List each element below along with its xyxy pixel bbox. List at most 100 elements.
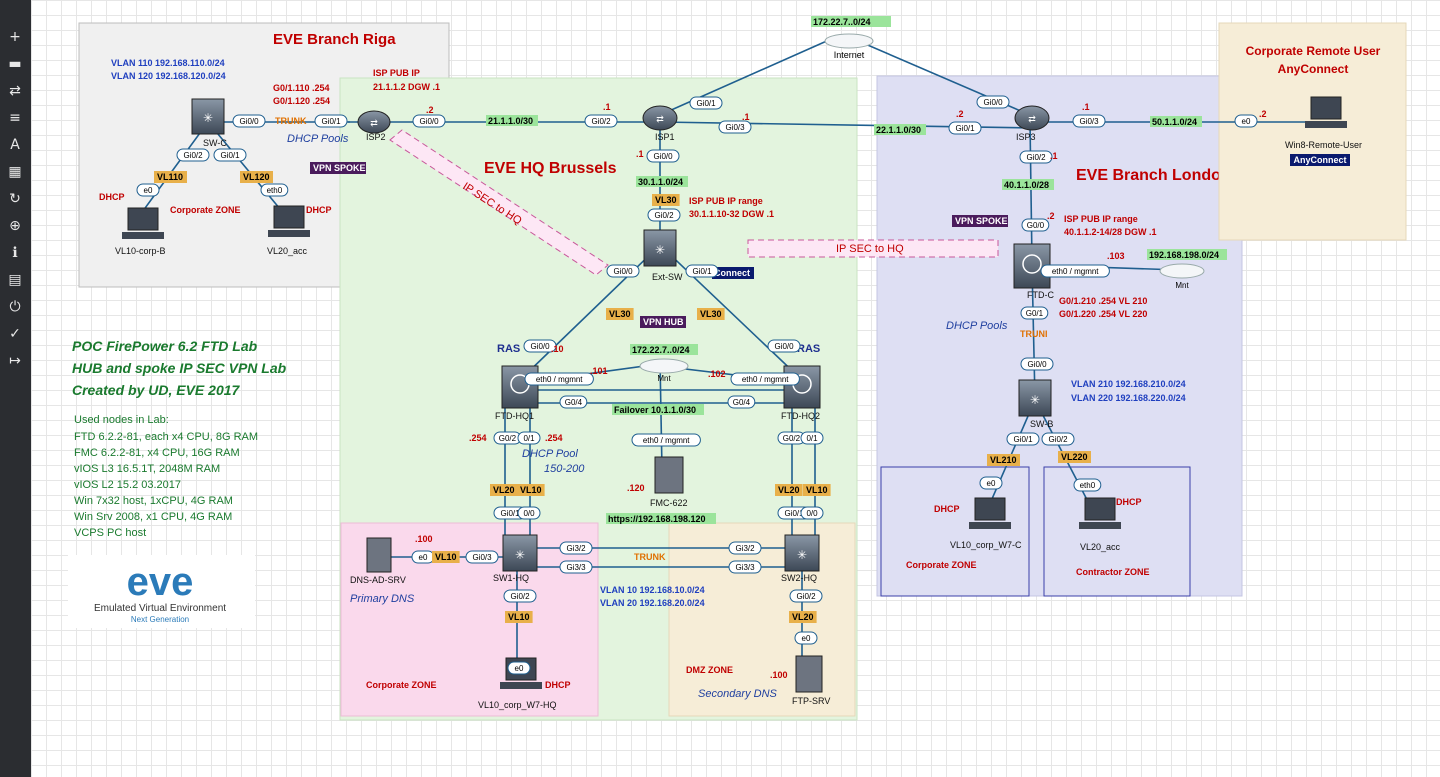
- svg-text:172.22.7..0/24: 172.22.7..0/24: [813, 17, 871, 27]
- interface-label: Gi0/1: [1013, 435, 1033, 444]
- interface-label: Gi0/0: [613, 267, 633, 276]
- server-fmc[interactable]: FMC-622: [650, 456, 688, 508]
- add-icon[interactable]: +: [9, 29, 21, 45]
- svg-text:✳: ✳: [203, 111, 213, 125]
- interface-pill: [559, 560, 593, 574]
- server-dns-ad[interactable]: DNS-AD-SRV: [350, 537, 406, 585]
- svg-text:Win 7x32 host, 1xCPU, 4G RAM: Win 7x32 host, 1xCPU, 4G RAM: [74, 495, 233, 507]
- interface-pill: [979, 476, 1003, 490]
- storage-icon[interactable]: ▬: [8, 56, 22, 72]
- svg-text:AnyConnect: AnyConnect: [1293, 155, 1346, 165]
- mnt-cloud-hq: 172.22.7..0/24 Mnt: [630, 344, 698, 383]
- svg-text:21.1.1.2 DGW .1: 21.1.1.2 DGW .1: [373, 82, 440, 92]
- svg-text:TRUNK: TRUNK: [275, 116, 307, 126]
- check-icon[interactable]: ✓: [9, 326, 21, 342]
- svg-text:Secondary DNS: Secondary DNS: [698, 688, 778, 700]
- svg-text:VPN SPOKE: VPN SPOKE: [955, 216, 1008, 226]
- router-isp3[interactable]: ⇄ ISP3: [1014, 105, 1050, 142]
- interface-pill: [1021, 218, 1050, 232]
- svg-text:172.22.7..0/24: 172.22.7..0/24: [632, 345, 690, 355]
- vlan-tag-label: VL20: [493, 485, 515, 495]
- interface-label: eth0 / mgmnt: [536, 375, 583, 384]
- interface-label: Gi0/1: [220, 151, 240, 160]
- interface-label: Gi0/0: [983, 98, 1003, 107]
- interface-pill: [800, 431, 824, 445]
- svg-text:FTD-C: FTD-C: [1027, 290, 1054, 300]
- annotations: VLAN 110 192.168.110.0/24 VLAN 120 192.1…: [99, 58, 1186, 700]
- svg-text:DHCP Pools: DHCP Pools: [287, 133, 349, 145]
- svg-text:Mnt: Mnt: [1175, 281, 1189, 290]
- switch-sw-b[interactable]: ✳ SW-B: [1018, 379, 1053, 429]
- interface-pill: [260, 183, 289, 197]
- power-icon[interactable]: ⏻: [9, 299, 21, 315]
- svg-text:21.1.1.0/30: 21.1.1.0/30: [488, 116, 533, 126]
- svg-text:VLAN 110 192.168.110.0/24: VLAN 110 192.168.110.0/24: [111, 58, 225, 68]
- logout-icon[interactable]: ↦: [9, 353, 21, 369]
- list-icon[interactable]: ≡: [9, 110, 21, 126]
- address-suffix: .1: [636, 149, 644, 159]
- vlan-tag: [517, 484, 545, 496]
- interface-pill: [314, 114, 348, 128]
- svg-text:DHCP: DHCP: [934, 504, 960, 514]
- interface-pill: [1006, 432, 1040, 446]
- interface-label: G0/1: [1026, 309, 1044, 318]
- svg-text:Emulated Virtual Environment: Emulated Virtual Environment: [94, 603, 226, 614]
- svg-text:ISP1: ISP1: [655, 132, 675, 142]
- switch-ext-sw[interactable]: ✳ Ext-SW: [643, 229, 683, 282]
- interface-label: Gi0/1: [692, 267, 712, 276]
- switch-sw2-hq[interactable]: ✳ SW2-HQ: [781, 534, 820, 583]
- interface-label: Gi0/2: [1026, 153, 1046, 162]
- pc-win8-remote[interactable]: Win8-Remote-User AnyConnect: [1285, 96, 1362, 166]
- interface-pill: [523, 339, 557, 353]
- router-isp2[interactable]: ⇄ ISP2: [357, 110, 391, 142]
- zoom-icon[interactable]: ⊕: [9, 218, 21, 234]
- switch-sw1-hq[interactable]: ✳ SW1-HQ: [493, 534, 538, 583]
- svg-text:HUB and spoke IP SEC VPN Lab: HUB and spoke IP SEC VPN Lab: [72, 360, 287, 376]
- svg-text:DHCP Pool: DHCP Pool: [522, 448, 578, 460]
- interface-pill: [559, 541, 593, 555]
- interface-pill: [800, 506, 824, 520]
- info-icon[interactable]: ℹ: [12, 245, 18, 261]
- server-ftp[interactable]: FTP-SRV: [792, 655, 830, 706]
- svg-text:Created by UD, EVE 2017: Created by UD, EVE 2017: [72, 382, 241, 398]
- svg-text:30.1.1.10-32 DGW .1: 30.1.1.10-32 DGW .1: [689, 209, 774, 219]
- interface-pill: [213, 148, 247, 162]
- svg-text:Corporate ZONE: Corporate ZONE: [170, 205, 241, 215]
- switch-sw-c[interactable]: ✳ SW-C: [191, 98, 227, 148]
- address-suffix: .254: [469, 433, 487, 443]
- zone-hq-title: EVE HQ Brussels: [484, 160, 617, 177]
- interface-pill: [465, 550, 499, 564]
- interface-pill: [559, 395, 588, 409]
- grid-icon[interactable]: ▦: [8, 164, 22, 180]
- interface-pill: [524, 372, 594, 386]
- pc-vl20-acc-b[interactable]: VL20_acc: [1079, 497, 1121, 552]
- svg-text:FTD-HQ1: FTD-HQ1: [495, 411, 534, 421]
- vlan-tag-label: VL20: [778, 485, 800, 495]
- refresh-icon[interactable]: ↻: [9, 191, 21, 207]
- interface-label: Gi0/2: [654, 211, 674, 220]
- pc-vl10-corp-w7-c[interactable]: VL10_corp_W7-C: [950, 497, 1022, 550]
- text-icon[interactable]: A: [10, 137, 20, 153]
- lab-info: POC FirePower 6.2 FTD Lab HUB and spoke …: [72, 338, 287, 539]
- interface-label: 0/1: [806, 434, 818, 443]
- svg-text:AnyConnect: AnyConnect: [1278, 62, 1349, 76]
- notes-icon[interactable]: ▤: [8, 272, 22, 288]
- interface-label: eth0: [267, 186, 283, 195]
- pc-vl10-corp-b[interactable]: VL10-corp-B: [115, 207, 166, 256]
- svg-text:✳: ✳: [797, 548, 807, 562]
- zone-riga-title: EVE Branch Riga: [273, 31, 396, 48]
- svg-text:DMZ ZONE: DMZ ZONE: [686, 665, 733, 675]
- svg-text:RAS: RAS: [797, 343, 820, 355]
- interface-pill: [517, 506, 541, 520]
- router-isp1[interactable]: ⇄ ISP1: [642, 105, 678, 142]
- svg-text:ISP PUB IP range: ISP PUB IP range: [1064, 214, 1138, 224]
- svg-text:VLAN 220 192.168.220.0/24: VLAN 220 192.168.220.0/24: [1071, 393, 1186, 403]
- address-suffix: .2: [956, 109, 964, 119]
- pc-vl20-acc[interactable]: VL20_acc: [267, 205, 310, 256]
- swap-icon[interactable]: ⇄: [9, 83, 21, 99]
- interface-pill: [685, 264, 719, 278]
- subnet-labels: 21.1.1.0/30 22.1.1.0/30 30.1.1.0/24 40.1…: [486, 115, 1202, 524]
- interface-label: Gi0/1: [955, 124, 975, 133]
- vlan-tag: [505, 611, 533, 623]
- vlan-tag-label: VL30: [609, 309, 631, 319]
